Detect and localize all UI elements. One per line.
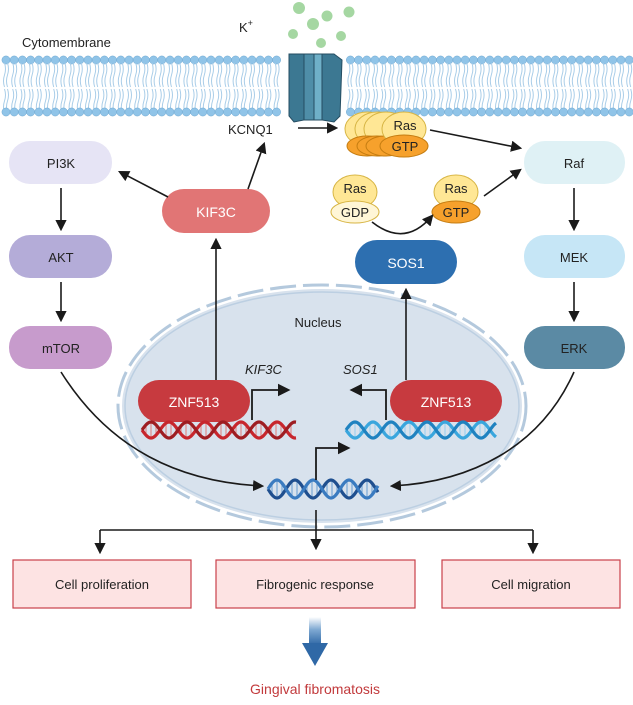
kcnq1-channel xyxy=(288,53,343,123)
tss-arrow-kif3c xyxy=(251,383,291,420)
outcome-label: Fibrogenic response xyxy=(256,577,374,592)
arrow-gdp-to-gtp xyxy=(371,214,434,235)
dna-helix-right xyxy=(344,420,497,440)
membrane-label: Cytomembrane xyxy=(22,35,111,50)
pi3k-node: PI3K xyxy=(9,141,112,184)
tss-arrow-sos1 xyxy=(349,383,387,420)
znf513-left-label: ZNF513 xyxy=(169,394,220,410)
kif3c-node: KIF3C xyxy=(162,189,270,233)
akt-node: AKT xyxy=(9,235,112,278)
arrow-ras-gtp-raf xyxy=(483,168,522,197)
ras-gdp-gdp: GDP xyxy=(341,205,369,220)
mtor-node: mTOR xyxy=(9,326,112,369)
arrow-kif3c-kcnq1 xyxy=(247,141,267,190)
ras-gtp-membrane-ras: Ras xyxy=(393,118,417,133)
ras-gtp-gtp: GTP xyxy=(443,205,470,220)
znf513-right-label: ZNF513 xyxy=(421,394,472,410)
nucleus-label: Nucleus xyxy=(295,315,342,330)
outcome-branch xyxy=(94,510,539,555)
conclusion-arrow xyxy=(302,617,328,666)
arrow-kif3c-pi3k xyxy=(118,170,169,198)
sos1-gene-label: SOS1 xyxy=(343,362,378,377)
arrow-ras-raf xyxy=(429,129,523,152)
znf513-right: ZNF513 xyxy=(390,380,502,422)
kif3c-gene-label: KIF3C xyxy=(245,362,282,377)
cell-membrane xyxy=(1,55,633,117)
erk-label: ERK xyxy=(561,341,588,356)
sos1-node: SOS1 xyxy=(355,240,457,284)
ras-gtp-membrane-gtp: GTP xyxy=(392,139,419,154)
outcome-cell-migration: Cell migration xyxy=(441,559,621,609)
znf513-left: ZNF513 xyxy=(138,380,250,422)
ras-gtp: Ras GTP xyxy=(431,174,481,224)
erk-node: ERK xyxy=(524,326,625,369)
mek-node: MEK xyxy=(524,235,625,278)
kcnq1-label: KCNQ1 xyxy=(228,122,273,137)
outcome-fibrogenic-response: Fibrogenic response xyxy=(215,559,416,609)
akt-label: AKT xyxy=(48,250,73,265)
ras-gdp: Ras GDP xyxy=(330,174,380,224)
mek-label: MEK xyxy=(560,250,589,265)
dna-helix-center xyxy=(266,478,380,500)
ras-gtp-ras: Ras xyxy=(444,181,468,196)
conclusion-label: Gingival fibromatosis xyxy=(250,681,380,697)
ras-gdp-ras: Ras xyxy=(343,181,367,196)
pi3k-label: PI3K xyxy=(47,156,76,171)
kif3c-label: KIF3C xyxy=(196,204,236,220)
arrow-mtor-dna xyxy=(60,371,265,492)
outcome-label: Cell proliferation xyxy=(55,577,149,592)
k-ion-particles xyxy=(288,2,355,48)
outcome-cell-proliferation: Cell proliferation xyxy=(12,559,192,609)
mtor-label: mTOR xyxy=(42,341,80,356)
raf-node: Raf xyxy=(524,141,625,184)
k-ion-label: K+ xyxy=(239,18,253,35)
ras-gtp-membrane: Ras GTP xyxy=(344,111,429,158)
raf-label: Raf xyxy=(564,156,585,171)
tss-arrow-center xyxy=(315,441,351,480)
sos1-label: SOS1 xyxy=(387,255,425,271)
arrow-erk-dna xyxy=(389,371,575,492)
outcome-label: Cell migration xyxy=(491,577,570,592)
nucleus xyxy=(116,283,528,529)
dna-helix-left xyxy=(140,420,297,440)
